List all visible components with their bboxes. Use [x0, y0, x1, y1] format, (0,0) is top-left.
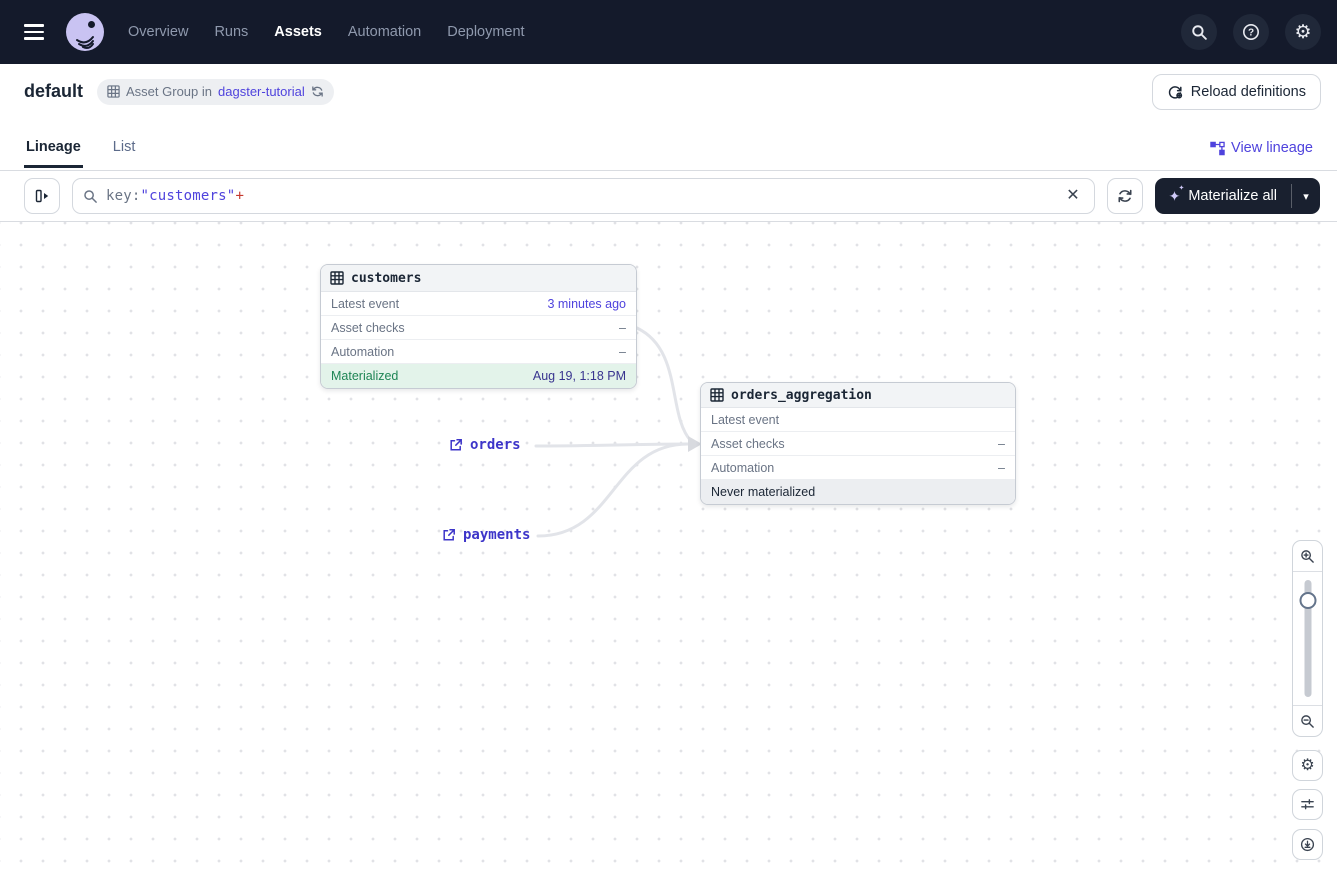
panel-expand-icon	[35, 189, 49, 203]
page-header: default Asset Group in dagster-tutorial …	[0, 64, 1337, 119]
node-row-automation: Automation–	[321, 340, 636, 364]
tab-list[interactable]: List	[111, 139, 138, 168]
open-panel-button[interactable]	[24, 178, 60, 214]
refresh-icon[interactable]	[311, 85, 324, 98]
node-row-asset-checks: Asset checks–	[321, 316, 636, 340]
table-icon	[710, 388, 724, 402]
tab-bar: Lineage List View lineage	[0, 119, 1337, 171]
badge-text: Asset Group in	[126, 84, 213, 99]
table-icon	[107, 85, 120, 98]
lineage-graph-icon	[1210, 141, 1225, 155]
node-row-latest-event: Latest event	[701, 408, 1015, 432]
graph-settings-button[interactable]: ⚙	[1292, 750, 1323, 781]
asset-node-header[interactable]: orders_aggregation	[701, 383, 1015, 408]
graph-filters-button[interactable]	[1292, 789, 1323, 820]
asset-node-header[interactable]: customers	[321, 265, 636, 292]
external-link-icon	[443, 529, 455, 541]
lineage-toolbar: key:"customers"+ ✕ ✦✦ Materialize all ▾	[0, 171, 1337, 222]
nav-item-overview[interactable]: Overview	[128, 24, 189, 40]
asset-node-orders-aggregation[interactable]: orders_aggregation Latest event Asset ch…	[700, 382, 1016, 505]
sparkle-icon: ✦✦	[1168, 185, 1185, 204]
nav-item-deployment[interactable]: Deployment	[447, 24, 525, 40]
gear-icon: ⚙	[1300, 756, 1315, 774]
top-nav: Overview Runs Assets Automation Deployme…	[0, 0, 1337, 64]
asset-node-title: orders_aggregation	[731, 387, 872, 403]
lineage-edges	[534, 326, 702, 538]
menu-icon[interactable]	[16, 14, 52, 50]
recenter-button[interactable]	[1292, 829, 1323, 860]
sliders-icon	[1301, 799, 1314, 810]
external-link-icon	[450, 439, 462, 451]
table-icon	[330, 271, 344, 285]
svg-text:?: ?	[1248, 28, 1254, 39]
zoom-slider[interactable]	[1293, 572, 1322, 705]
page-title: default	[24, 81, 84, 101]
materialize-all-split-button: ✦✦ Materialize all ▾	[1154, 178, 1320, 214]
reload-icon	[1168, 85, 1182, 99]
asset-node-title: customers	[351, 270, 422, 286]
zoom-controls	[1292, 540, 1323, 737]
help-icon[interactable]: ?	[1233, 14, 1269, 50]
dagster-logo-icon[interactable]	[66, 13, 104, 51]
reload-definitions-button[interactable]: Reload definitions	[1151, 73, 1321, 110]
node-row-automation: Automation–	[701, 456, 1015, 480]
materialize-dropdown-icon[interactable]: ▾	[1292, 178, 1320, 214]
clear-search-icon[interactable]: ✕	[1062, 184, 1083, 208]
asset-search-input[interactable]: key:"customers"+ ✕	[72, 178, 1095, 214]
reload-definitions-label: Reload definitions	[1190, 83, 1306, 100]
arrow-down-circle-icon	[1300, 837, 1315, 852]
asset-group-badge: Asset Group in dagster-tutorial	[97, 78, 334, 105]
zoom-out-icon[interactable]	[1293, 705, 1322, 736]
nav-links: Overview Runs Assets Automation Deployme…	[128, 24, 525, 40]
external-asset-payments[interactable]: payments	[442, 527, 530, 543]
nav-item-assets[interactable]: Assets	[274, 24, 322, 40]
gear-icon[interactable]: ⚙	[1285, 14, 1321, 50]
sync-icon	[1118, 189, 1132, 203]
nav-item-automation[interactable]: Automation	[347, 24, 422, 40]
tab-lineage[interactable]: Lineage	[24, 139, 83, 168]
external-asset-orders[interactable]: orders	[449, 437, 521, 453]
node-row-asset-checks: Asset checks–	[701, 432, 1015, 456]
search-query-text: key:"customers"+	[106, 188, 245, 204]
search-icon[interactable]	[1181, 14, 1217, 50]
zoom-slider-handle[interactable]	[1299, 592, 1316, 609]
zoom-in-icon[interactable]	[1293, 541, 1322, 572]
node-row-never-materialized: Never materialized	[701, 480, 1015, 504]
nav-item-runs[interactable]: Runs	[214, 24, 249, 40]
view-lineage-link[interactable]: View lineage	[1210, 140, 1313, 170]
search-icon	[84, 189, 97, 203]
code-location-link[interactable]: dagster-tutorial	[218, 84, 305, 99]
refresh-graph-button[interactable]	[1106, 178, 1143, 214]
materialize-all-button[interactable]: ✦✦ Materialize all	[1155, 178, 1291, 214]
